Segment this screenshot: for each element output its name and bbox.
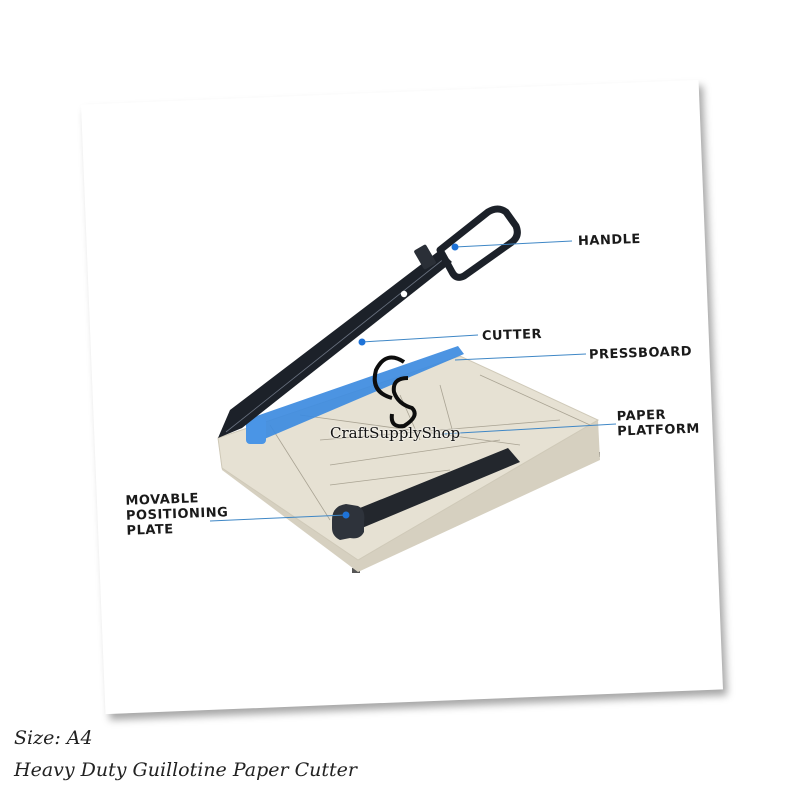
pressboard-bar: [245, 346, 464, 440]
leader-dots: [342, 243, 459, 519]
handle-loop: [436, 205, 521, 281]
callout-movable-positioning-plate: MOVABLE POSITIONING PLATE: [125, 491, 229, 539]
leader-lines: [209, 240, 617, 522]
product-title-caption: Heavy Duty Guillotine Paper Cutter: [14, 759, 358, 781]
cutter-blade: [218, 250, 452, 438]
blade-edge: [225, 257, 446, 433]
callout-cutter: CUTTER: [481, 326, 543, 345]
callout-paper-platform: PAPER PLATFORM: [616, 407, 701, 440]
callout-handle: HANDLE: [577, 231, 642, 250]
positioning-plate-knob: [332, 504, 365, 540]
handle-hinge: [414, 244, 436, 270]
pressboard-end-cap: [246, 418, 266, 444]
cs-monogram-icon: [372, 355, 417, 429]
positioning-plate: [350, 448, 520, 528]
watermark-brand-text: CraftSupplyShop: [330, 424, 461, 442]
ruler-grid: [269, 374, 591, 521]
size-caption: Size: A4: [14, 727, 93, 749]
blade-hole: [400, 290, 408, 298]
